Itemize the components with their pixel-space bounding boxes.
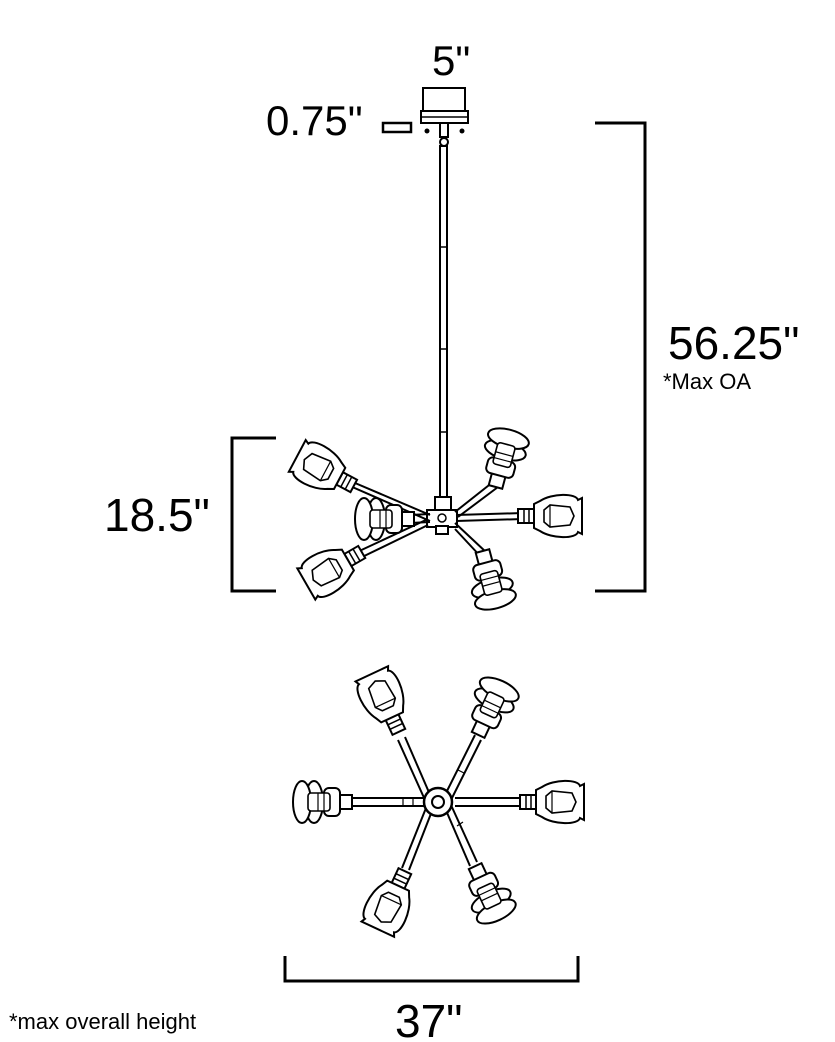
- top-view-fixture: [292, 663, 585, 940]
- down-rod: [426, 145, 458, 535]
- fixture-height-bracket: [230, 436, 276, 593]
- max-oa-note: *Max OA: [663, 369, 752, 394]
- canopy: [420, 87, 469, 147]
- canopy-width-label: 5": [432, 37, 471, 84]
- canopy-height-label: 0.75": [266, 97, 363, 144]
- overall-height-label: 56.25": [668, 317, 800, 369]
- side-view-fixture: [286, 423, 583, 615]
- fixture-height-label: 18.5": [104, 489, 210, 541]
- footnote: *max overall height: [9, 1009, 197, 1034]
- fixture-width-label: 37": [395, 995, 463, 1042]
- overall-height-bracket: [595, 121, 647, 593]
- canopy-height-marker: [381, 121, 413, 134]
- width-bracket: [283, 956, 580, 983]
